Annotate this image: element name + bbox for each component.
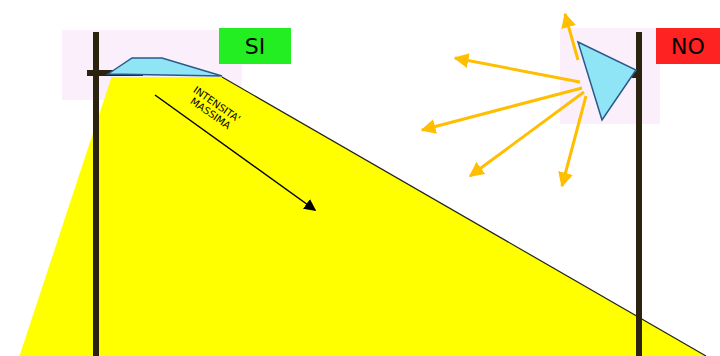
lamp-pole <box>93 32 99 356</box>
globe-lamp <box>578 42 636 120</box>
lamp-pole <box>636 32 642 356</box>
badge-text: NO <box>671 34 705 59</box>
yes-badge: SI <box>219 28 291 64</box>
lamp-halo <box>560 28 660 124</box>
badge-text: SI <box>245 34 265 59</box>
no-badge: NO <box>656 28 720 64</box>
light-edge <box>222 77 706 356</box>
scattered-light-rays <box>422 14 586 186</box>
cutoff-lamp <box>108 58 222 76</box>
